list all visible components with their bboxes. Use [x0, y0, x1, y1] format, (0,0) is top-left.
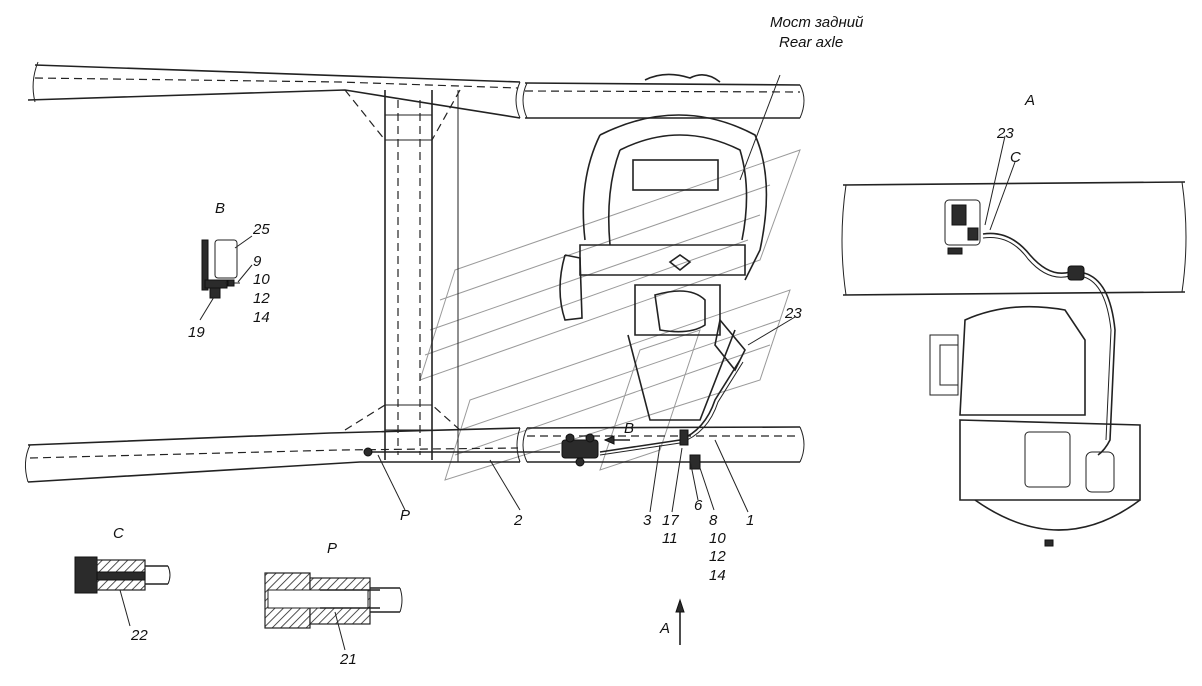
- detail-view-b: [199, 235, 253, 321]
- callout-17: 17: [662, 512, 679, 529]
- callout-25: 25: [252, 221, 270, 238]
- rear-axle-housing: [559, 73, 768, 421]
- frame-cross-member: [344, 89, 461, 462]
- detail-p-label: P: [327, 540, 337, 557]
- leader-lines: [377, 74, 796, 513]
- callout-9: 9: [253, 253, 262, 270]
- detail-view-a: [841, 135, 1187, 547]
- view-a-arrow: [675, 598, 685, 645]
- view-a-arrow-label: A: [659, 620, 670, 637]
- frame-upper-rail-right: [522, 82, 805, 119]
- callout-23-detail-a: 23: [996, 125, 1014, 142]
- title-en-label: Rear axle: [779, 34, 843, 51]
- callout-1: 1: [746, 512, 754, 529]
- callout-14-b: 14: [253, 309, 270, 326]
- callout-10-b: 10: [253, 271, 270, 288]
- callout-3: 3: [643, 512, 652, 529]
- detail-c-label: C: [113, 525, 124, 542]
- callout-19: 19: [188, 324, 205, 341]
- callout-8: 8: [709, 512, 718, 529]
- callout-23-main: 23: [784, 305, 802, 322]
- view-a-label: A: [1024, 92, 1035, 109]
- callout-12-main: 12: [709, 548, 726, 565]
- callout-22: 22: [130, 627, 148, 644]
- callout-12-b: 12: [253, 290, 270, 307]
- callout-10-main: 10: [709, 530, 726, 547]
- view-b-label: B: [215, 200, 225, 217]
- callout-c-detail-a: C: [1010, 149, 1021, 166]
- view-b-arrow: [603, 435, 630, 445]
- callout-11: 11: [662, 530, 678, 547]
- detail-c-fitting: [74, 556, 171, 627]
- callout-14-main: 14: [709, 567, 726, 584]
- view-b-arrow-label: B: [624, 420, 634, 437]
- callout-6: 6: [694, 497, 703, 514]
- callout-21: 21: [339, 651, 357, 668]
- title-ru-label: Мост задний: [770, 14, 864, 31]
- frame-upper-rail-left: [27, 61, 521, 119]
- tee-connector: [363, 429, 701, 470]
- callout-p: P: [400, 507, 410, 524]
- detail-p-fitting: [264, 572, 403, 651]
- callout-2: 2: [513, 512, 523, 529]
